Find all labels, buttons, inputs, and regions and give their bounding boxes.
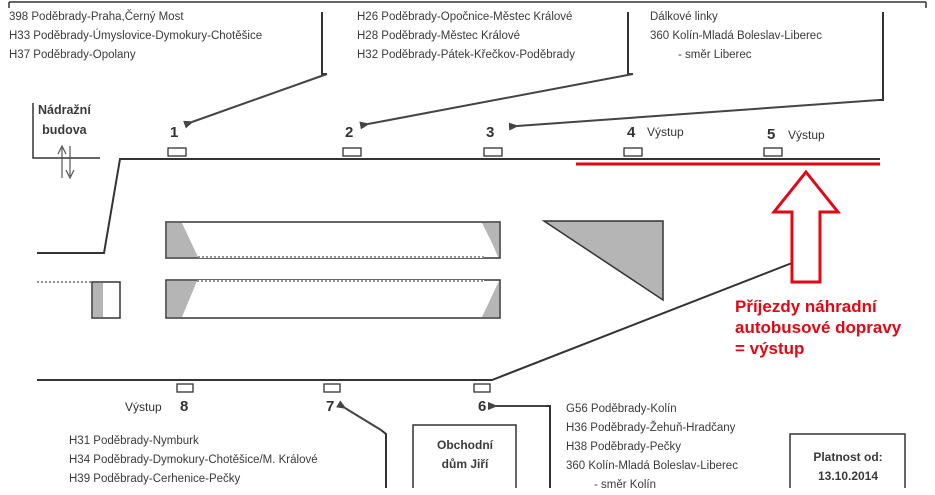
arrow-to-stop-1	[183, 73, 328, 129]
island-lower	[165, 279, 501, 319]
route-line: 360 Kolín-Mladá Boleslav-Liberec	[650, 30, 822, 42]
routes-top-left: 398 Poděbrady-Praha,Černý Most H33 Poděb…	[9, 8, 262, 65]
route-line: H26 Poděbrady-Opočnice-Městec Králové	[357, 11, 573, 23]
entrance-arrow-icon	[57, 144, 67, 178]
divider-top-1	[321, 12, 327, 75]
route-direction: - směr Kolín	[594, 479, 656, 491]
road-edge-bottom	[37, 262, 793, 381]
stop-marker-7	[323, 383, 341, 393]
validity-box	[789, 433, 906, 488]
divider-top-3	[879, 12, 884, 101]
route-line: H37 Poděbrady-Opolany	[9, 49, 136, 61]
route-line: 360 Kolín-Mladá Boleslav-Liberec	[566, 460, 738, 472]
route-line: G56 Poděbrady-Kolín	[566, 403, 677, 415]
routes-top-middle: H26 Poděbrady-Opočnice-Městec Králové H2…	[357, 8, 575, 65]
stop-number-7: 7	[326, 398, 335, 415]
shop-box	[412, 424, 517, 488]
shop-label: Obchodní dům Jiří	[437, 438, 493, 471]
route-line: H32 Poděbrady-Pátek-Křečkov-Poděbrady	[357, 49, 575, 61]
route-line: H36 Poděbrady-Žehuň-Hradčany	[566, 422, 736, 434]
routes-bottom-right: G56 Poděbrady-Kolín H36 Poděbrady-Žehuň-…	[566, 400, 738, 495]
arrow-to-stop-7	[336, 400, 382, 431]
station-building-outline	[32, 103, 100, 159]
road-edge-top	[37, 158, 880, 254]
island-triangle	[541, 220, 664, 302]
stop-marker-3	[483, 147, 503, 157]
route-line: H33 Poděbrady-Úmyslovice-Dymokury-Chotěš…	[9, 30, 263, 42]
route-line: H38 Poděbrady-Pečky	[566, 441, 682, 453]
stop-marker-5	[763, 147, 783, 157]
stop-marker-6	[473, 383, 491, 393]
stop-label-8: Výstup	[125, 400, 162, 414]
route-group-title: Dálkové linky	[650, 11, 718, 23]
station-building-label: Nádražní budova	[38, 103, 91, 137]
exit-arrow-icon	[770, 169, 842, 284]
route-line: H28 Poděbrady-Městec Králové	[357, 30, 520, 42]
stop-marker-2	[342, 147, 362, 157]
route-line: H31 Poděbrady-Nymburk	[69, 435, 199, 447]
routes-bottom-left: H31 Poděbrady-Nymburk H34 Poděbrady-Dymo…	[69, 432, 318, 489]
route-line: H39 Poděbrady-Cerhenice-Pečky	[69, 473, 241, 485]
divider-top-2	[627, 12, 633, 75]
stop-number-2: 2	[345, 124, 354, 141]
stop-marker-8	[176, 383, 194, 393]
route-line: 398 Poděbrady-Praha,Černý Most	[9, 11, 184, 23]
stop-number-3: 3	[486, 124, 495, 141]
route-direction: - směr Liberec	[678, 49, 752, 61]
route-line: H34 Poděbrady-Dymokury-Chotěšice/M. Král…	[69, 454, 318, 466]
stop-marker-4	[623, 147, 643, 157]
routes-top-right: Dálkové linky 360 Kolín-Mladá Boleslav-L…	[650, 8, 822, 65]
arrow-to-stop-2	[359, 73, 634, 130]
divider-bottom-1	[380, 429, 387, 488]
stop-number-4: 4	[627, 124, 636, 141]
stop-number-8: 8	[180, 398, 189, 415]
replacement-note: Příjezdy náhradní autobusové dopravy = v…	[735, 297, 902, 358]
stop-label-4: Výstup	[647, 125, 684, 139]
divider-bottom-2	[546, 405, 551, 488]
stop-label-5: Výstup	[788, 128, 825, 142]
stop-number-1: 1	[170, 124, 179, 141]
stop-marker-1	[167, 147, 187, 157]
validity-label: Platnost od: 13.10.2014	[813, 450, 883, 483]
island-upper	[165, 221, 501, 259]
stop-number-6: 6	[478, 398, 487, 415]
stop-number-5: 5	[767, 126, 776, 143]
arrow-to-stop-3	[508, 99, 880, 131]
